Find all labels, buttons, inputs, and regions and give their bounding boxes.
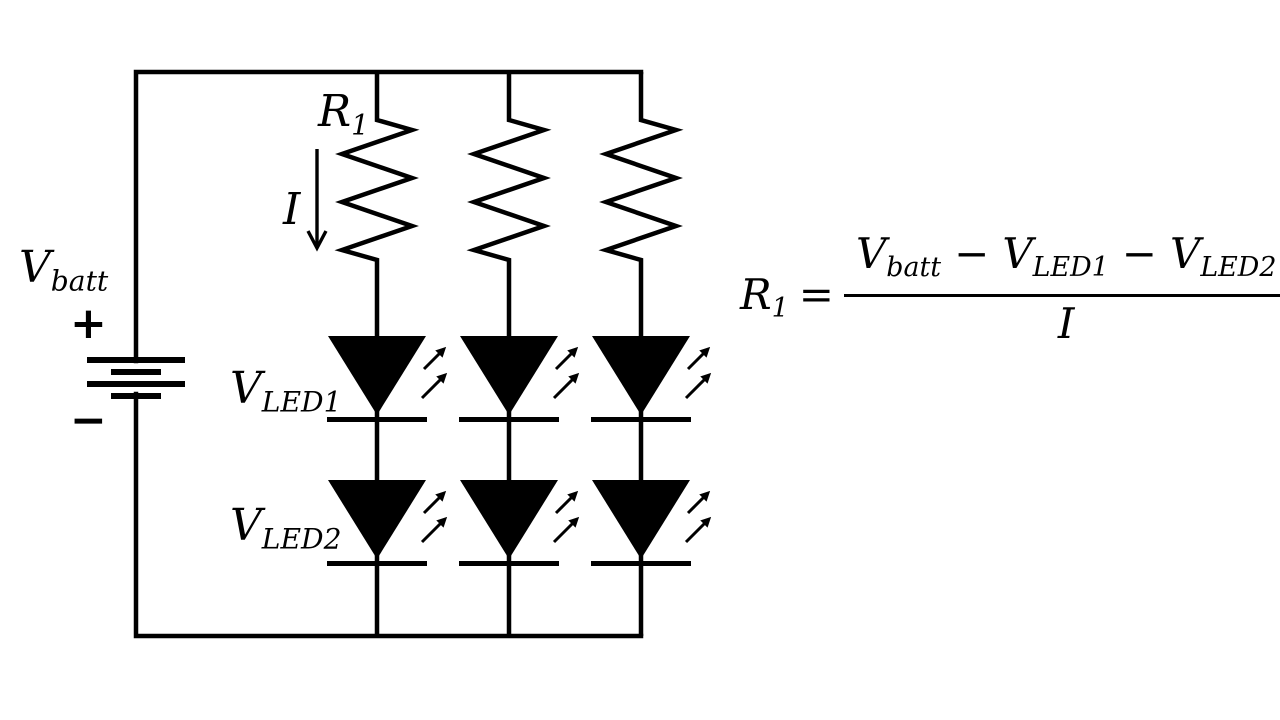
led2-voltage-subscript: LED2 bbox=[261, 522, 342, 556]
battery-symbol bbox=[87, 357, 185, 399]
formula-fraction: Vbatt−VLED1−VLED2 I bbox=[843, 229, 1280, 348]
battery-minus-sign: − bbox=[70, 395, 107, 446]
led2-voltage-symbol: V bbox=[230, 500, 262, 551]
resistor-symbol: R bbox=[318, 86, 352, 137]
battery-voltage-symbol: V bbox=[19, 242, 51, 293]
battery-plus-sign: + bbox=[70, 298, 107, 349]
current-label: I bbox=[283, 184, 301, 235]
numerator-minus-2: − bbox=[1121, 229, 1157, 278]
circuit-branch-1 bbox=[327, 72, 441, 636]
led1-voltage-symbol: V bbox=[230, 363, 262, 414]
resistor-formula: R1 = Vbatt−VLED1−VLED2 I bbox=[740, 233, 1280, 345]
battery-voltage-label: Vbatt bbox=[19, 246, 108, 296]
battery-voltage-subscript: batt bbox=[50, 264, 109, 298]
supply-wires bbox=[133, 69, 644, 639]
formula-denominator: I bbox=[1057, 298, 1075, 348]
numerator-term-vled2: VLED2 bbox=[1169, 229, 1277, 284]
formula-equals-sign: = bbox=[798, 270, 834, 319]
wire-top-rail bbox=[133, 69, 644, 364]
wire-bottom-rail bbox=[133, 391, 644, 639]
current-arrow bbox=[306, 149, 328, 252]
circuit-branch-2 bbox=[459, 72, 573, 636]
formula-lhs: R1 bbox=[740, 274, 789, 323]
resistor-label: R1 bbox=[318, 90, 369, 140]
numerator-minus-1: − bbox=[954, 229, 990, 278]
formula-lhs-subscript: 1 bbox=[771, 293, 789, 325]
current-arrowhead-icon bbox=[306, 230, 328, 252]
numerator-term-vbatt: Vbatt bbox=[855, 229, 942, 284]
circuit-branch-3 bbox=[591, 72, 705, 636]
numerator-term-vled1: VLED1 bbox=[1002, 229, 1109, 284]
resistor-subscript: 1 bbox=[351, 108, 370, 142]
formula-lhs-symbol: R bbox=[740, 270, 772, 319]
formula-numerator: Vbatt−VLED1−VLED2 bbox=[843, 229, 1280, 297]
led2-voltage-label: VLED2 bbox=[230, 504, 342, 554]
led1-voltage-label: VLED1 bbox=[230, 367, 342, 417]
led1-voltage-subscript: LED1 bbox=[261, 385, 342, 419]
